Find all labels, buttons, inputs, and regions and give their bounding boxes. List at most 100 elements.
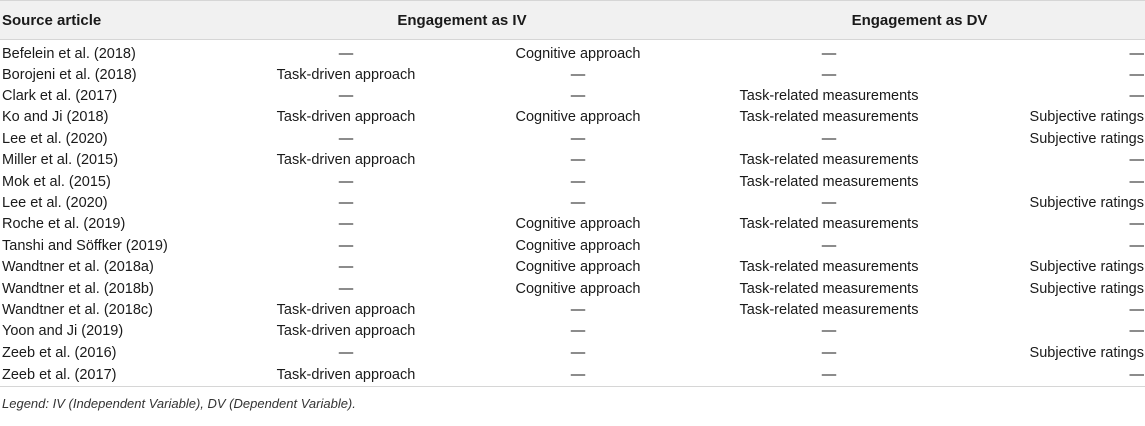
cell-iv-task-driven: — (338, 216, 354, 233)
table-row: Wandtner et al. (2018b) — Cognitive approa… (0, 278, 1145, 299)
cell-iv-cognitive: — (570, 173, 586, 190)
cell-dv-task-related: — (694, 363, 964, 388)
cell-source: Lee et al. (2020) (2, 130, 108, 147)
cell-dv-task-related: Task-related measurements (739, 109, 919, 126)
table-row: Zeeb et al. (2016) — — — Subjective ratings (0, 342, 1145, 363)
cell-dv-subjective: Subjective ratings (1029, 195, 1144, 212)
cell-dv-subjective: Subjective ratings (1029, 109, 1144, 126)
table-row: Befelein et al. (2018) — Cognitive approac… (0, 40, 1145, 65)
cell-dv-task-related: — (821, 237, 837, 254)
cell-source: Befelein et al. (2018) (2, 46, 136, 62)
cell-iv-task-driven: — (338, 88, 354, 105)
cell-iv-cognitive: Cognitive approach (515, 259, 641, 276)
cell-dv-task-related: Task-related measurements (739, 173, 919, 190)
table-row: Wandtner et al. (2018c) Task-driven appro… (0, 299, 1145, 320)
cell-source: Roche et al. (2019) (2, 216, 126, 233)
cell-iv-cognitive: — (570, 152, 586, 169)
cell-iv-task-driven: — (338, 130, 354, 147)
table-row: Lee et al. (2020) — — — Subjective ratings (0, 128, 1145, 149)
cell-iv-task-driven: Task-driven approach (276, 301, 416, 318)
cell-source: Tanshi and Söffker (2019) (2, 237, 168, 254)
cell-iv-cognitive: Cognitive approach (515, 237, 641, 254)
cell-dv-task-related: — (821, 46, 837, 62)
cell-iv-task-driven: Task-driven approach (276, 109, 416, 126)
cell-iv-cognitive: — (570, 301, 586, 318)
cell-iv-task-driven: — (338, 195, 354, 212)
cell-iv-task-driven: — (338, 344, 354, 361)
cell-dv-task-related: Task-related measurements (739, 88, 919, 105)
table-row: Tanshi and Söffker (2019) — Cognitive appr… (0, 235, 1145, 256)
table-header-row: Source article Engagement as IV Engageme… (0, 0, 1145, 40)
cell-iv-cognitive: Cognitive approach (515, 280, 641, 297)
table-row: Yoon and Ji (2019) Task-driven approach — —… (0, 321, 1145, 342)
cell-source: Borojeni et al. (2018) (2, 66, 137, 83)
cell-dv-subjective: — (1129, 88, 1145, 105)
cell-iv-task-driven: Task-driven approach (276, 152, 416, 169)
cell-dv-task-related: — (821, 130, 837, 147)
cell-iv-task-driven: — (338, 173, 354, 190)
table-row: Wandtner et al. (2018a)—Cognitive approa… (0, 257, 1145, 278)
cell-dv-subjective: — (1129, 46, 1145, 62)
cell-iv-cognitive: — (570, 130, 586, 147)
cell-iv-task-driven: — (338, 280, 354, 297)
table-row: Borojeni et al. (2018) Task-driven approa… (0, 64, 1145, 85)
engagement-table: Source article Engagement as IV Engageme… (0, 0, 1145, 388)
cell-source: Wandtner et al. (2018c) (2, 301, 153, 318)
cell-source: Ko and Ji (2018) (2, 109, 109, 126)
cell-dv-task-related: Task-related measurements (739, 216, 919, 233)
table-container: Source article Engagement as IV Engageme… (0, 0, 1145, 411)
cell-dv-subjective: Subjective ratings (1029, 344, 1144, 361)
cell-dv-task-related: Task-related measurements (739, 280, 919, 297)
cell-iv-cognitive: — (570, 88, 586, 105)
cell-iv-cognitive: — (570, 66, 586, 83)
cell-source: Zeeb et al. (2017) (0, 363, 230, 388)
cell-iv-cognitive: — (570, 323, 586, 340)
table-legend: Legend: IV (Independent Variable), DV (D… (2, 396, 356, 412)
cell-dv-task-related: — (821, 195, 837, 212)
cell-iv-task-driven: Task-driven approach (276, 66, 416, 83)
table-body: Befelein et al. (2018) — Cognitive approac… (0, 40, 1145, 388)
cell-iv-cognitive: Cognitive approach (515, 109, 641, 126)
cell-source: Wandtner et al. (2018b) (2, 280, 154, 297)
cell-dv-subjective: — (1129, 152, 1145, 169)
table-row: Zeeb et al. (2017)Task-driven approach——… (0, 363, 1145, 388)
cell-iv-task-driven: Task-driven approach (230, 363, 462, 388)
cell-dv-task-related: — (821, 323, 837, 340)
table-row: Mok et al. (2015) — — Task-related measurem… (0, 171, 1145, 192)
cell-dv-subjective: — (1129, 301, 1145, 318)
cell-iv-task-driven: — (338, 237, 354, 254)
cell-dv-subjective: Subjective ratings (1029, 130, 1144, 147)
cell-source: Wandtner et al. (2018a) (2, 259, 154, 276)
cell-source: Lee et al. (2020) (2, 195, 108, 212)
table-row: Lee et al. (2020) — — — Subjective ratings (0, 192, 1145, 213)
cell-dv-subjective: Subjective ratings (1029, 280, 1144, 297)
cell-dv-task-related: Task-related measurements (739, 301, 919, 318)
cell-source: Yoon and Ji (2019) (2, 323, 124, 340)
table-row: Clark et al. (2017) — — Task-related measur… (0, 85, 1145, 106)
cell-iv-cognitive: Cognitive approach (515, 216, 641, 233)
cell-dv-subjective: — (1129, 173, 1145, 190)
cell-iv-cognitive: — (570, 344, 586, 361)
cell-iv-task-driven: Task-driven approach (276, 323, 416, 340)
cell-iv-cognitive: — (570, 195, 586, 212)
cell-source: Clark et al. (2017) (2, 88, 118, 105)
cell-dv-task-related: — (821, 344, 837, 361)
table-row: Roche et al. (2019) — Cognitive approach Ta… (0, 214, 1145, 235)
cell-source: Miller et al. (2015) (2, 152, 119, 169)
cell-dv-subjective: — (1129, 323, 1145, 340)
cell-dv-task-related: Task-related measurements (739, 152, 919, 169)
cell-iv-cognitive: — (462, 363, 694, 388)
cell-dv-task-related: — (821, 66, 837, 83)
cell-source: Mok et al. (2015) (2, 173, 111, 190)
cell-dv-subjective: — (1129, 66, 1145, 83)
header-engagement-iv: Engagement as IV (230, 0, 694, 40)
cell-source: Zeeb et al. (2016) (2, 344, 117, 361)
table-row: Ko and Ji (2018) Task-driven approach Cogn… (0, 107, 1145, 128)
header-source-article: Source article (0, 0, 230, 40)
cell-dv-subjective: — (964, 363, 1145, 388)
cell-iv-task-driven: — (338, 46, 354, 62)
cell-dv-subjective: Subjective ratings (1029, 259, 1144, 276)
cell-dv-subjective: — (1129, 216, 1145, 233)
cell-dv-subjective: — (1129, 237, 1145, 254)
cell-iv-cognitive: Cognitive approach (515, 46, 641, 62)
